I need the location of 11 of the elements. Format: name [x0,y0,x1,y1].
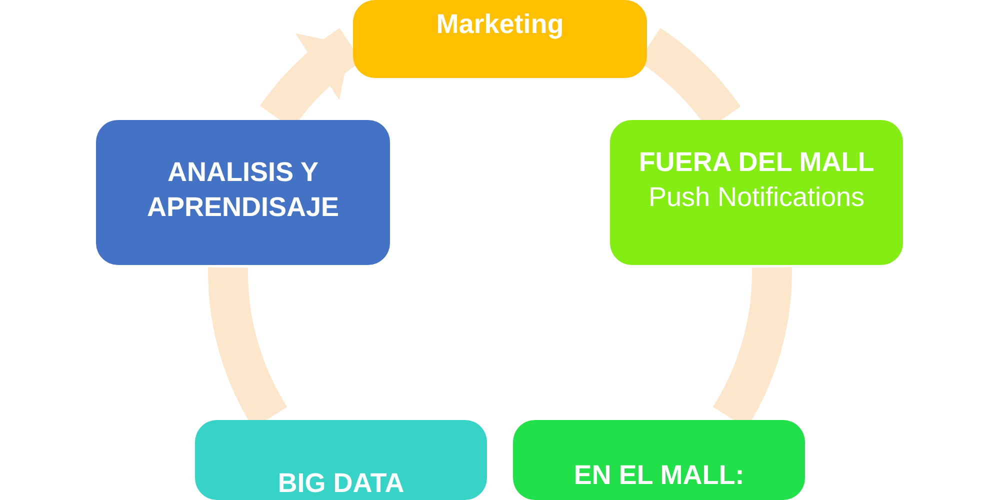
process-box [195,420,487,500]
process-box [513,420,805,500]
process-box [96,120,390,265]
box-title: BIG DATA [278,467,404,500]
box-title: Marketing [436,8,564,41]
process-box [610,120,903,265]
box-title: ANALISIS Y APRENDISAJE [146,156,340,224]
process-box [353,0,647,78]
box-title: EN EL MALL: [574,459,744,492]
box-title: FUERA DEL MALL [638,146,874,179]
box-subtitle: Push Notifications [648,181,865,214]
